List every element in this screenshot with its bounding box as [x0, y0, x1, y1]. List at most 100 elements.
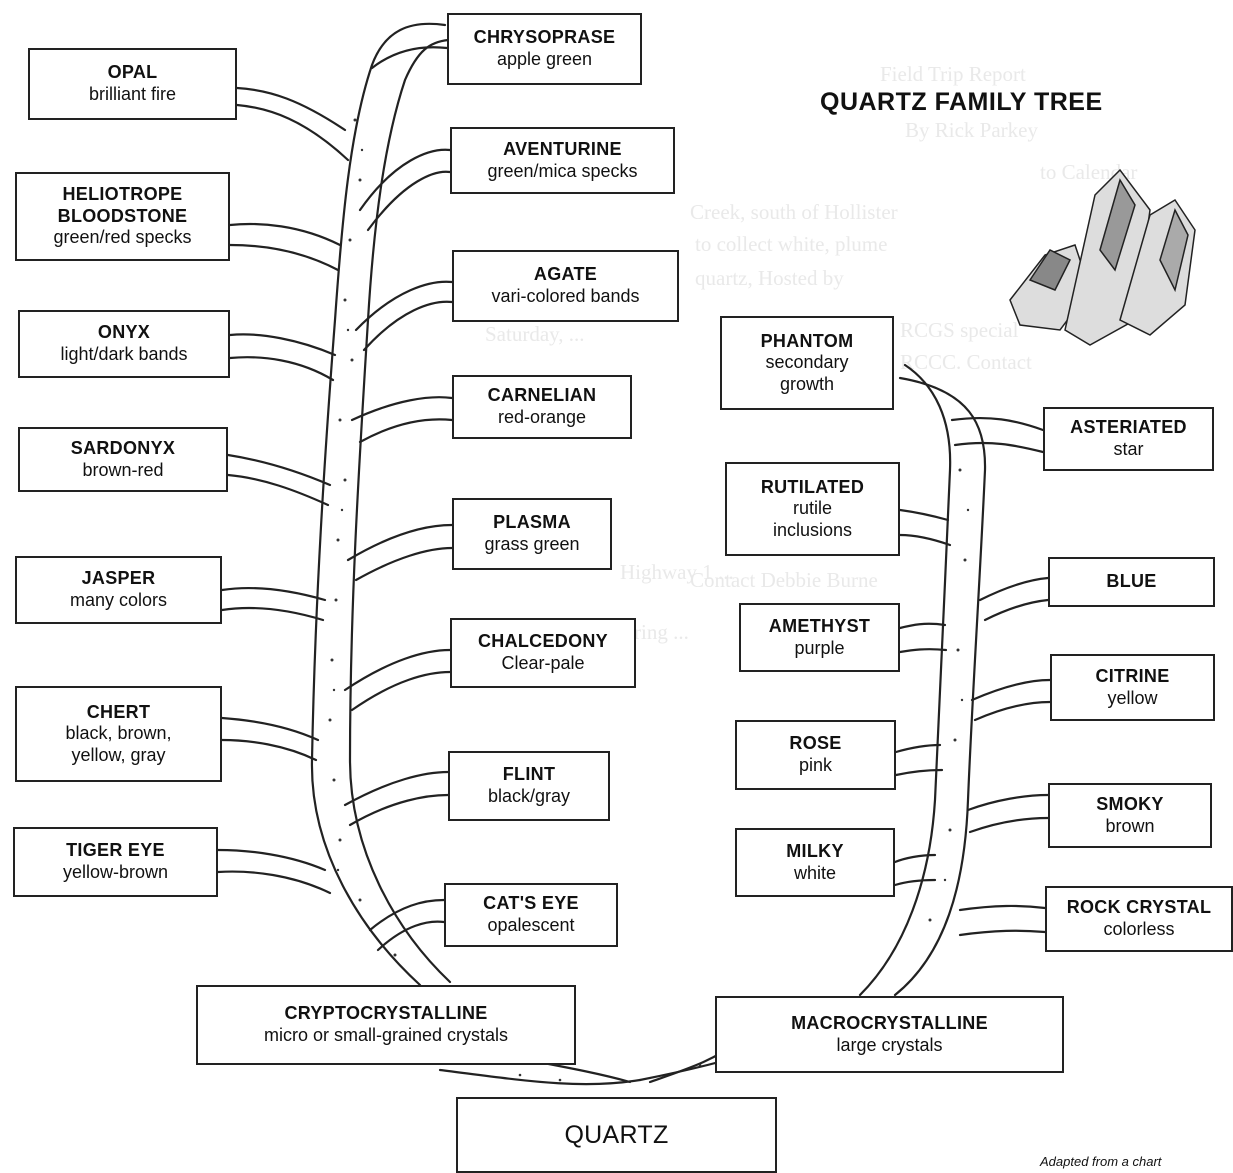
- variety-name: CHRYSOPRASE: [473, 27, 616, 48]
- node-cats-eye: CAT'S EYE opalescent: [444, 883, 618, 947]
- branch-name: MACROCRYSTALLINE: [791, 1012, 988, 1033]
- variety-desc: opalescent: [487, 915, 575, 935]
- node-phantom: PHANTOM secondary growth: [720, 316, 894, 410]
- node-smoky: SMOKY brown: [1048, 783, 1212, 848]
- variety-name: TIGER EYE: [66, 840, 165, 861]
- variety-name: MILKY: [786, 840, 844, 861]
- node-rose: ROSE pink: [735, 720, 896, 790]
- variety-name: ONYX: [97, 322, 151, 343]
- branch-onyx: [228, 333, 337, 357]
- crystal-cluster-icon: [1009, 168, 1196, 346]
- variety-name: OPAL: [107, 62, 158, 83]
- branch-rockcrystal: [958, 904, 1047, 912]
- node-jasper: JASPER many colors: [15, 556, 222, 624]
- branch-asteriated: [950, 416, 1045, 432]
- node-agate: AGATE vari-colored bands: [452, 250, 679, 322]
- branch-flint-b: [348, 793, 450, 827]
- branch-milky-b: [893, 878, 937, 887]
- variety-desc: light/dark bands: [60, 344, 188, 364]
- variety-desc: black/gray: [487, 786, 571, 806]
- branch-citrine: [970, 678, 1052, 702]
- branch-chrysoprase: [370, 46, 449, 70]
- node-cryptocrystalline: CRYPTOCRYSTALLINE micro or small-grained…: [196, 985, 576, 1065]
- root-name: QUARTZ: [564, 1121, 669, 1149]
- variety-name: SARDONYX: [70, 437, 176, 458]
- bleed-line: Contact Debbie Burne: [690, 568, 878, 592]
- variety-name: BLUE: [1106, 571, 1157, 592]
- node-plasma: PLASMA grass green: [452, 498, 612, 570]
- branch-chert: [220, 716, 320, 742]
- variety-name: AMETHYST: [768, 615, 871, 636]
- branch-smoky: [966, 793, 1050, 812]
- branch-rose: [894, 743, 942, 754]
- macro-trunk-left-edge: [858, 363, 952, 997]
- branch-catseye: [368, 898, 446, 932]
- branch-amethyst: [898, 622, 947, 630]
- variety-desc: black, brown, yellow, gray: [65, 723, 172, 765]
- node-onyx: ONYX light/dark bands: [18, 310, 230, 378]
- branch-chalcedony: [343, 648, 452, 692]
- node-rutilated: RUTILATED rutile inclusions: [725, 462, 900, 556]
- branch-aventurine-b: [366, 170, 452, 232]
- variety-desc: many colors: [69, 590, 168, 610]
- branch-carnelian-b: [358, 418, 454, 444]
- bleed-line: RCCC. Contact: [900, 350, 1032, 374]
- branch-jasper-b: [220, 606, 325, 622]
- branch-carnelian: [350, 396, 454, 422]
- credit-note: Adapted from a chart: [1040, 1154, 1162, 1169]
- node-chert: CHERT black, brown, yellow, gray: [15, 686, 222, 782]
- variety-desc: rutile inclusions: [772, 498, 853, 540]
- branch-asteriated-b: [953, 441, 1045, 454]
- bleed-line: Highway 1 ...: [620, 560, 734, 584]
- variety-name: ROCK CRYSTAL: [1066, 897, 1212, 918]
- branch-blue: [978, 576, 1050, 602]
- branch-heliotrope: [228, 222, 342, 247]
- node-citrine: CITRINE yellow: [1050, 654, 1215, 721]
- variety-name: FLINT: [502, 764, 556, 785]
- variety-desc: apple green: [496, 49, 593, 69]
- node-opal: OPAL brilliant fire: [28, 48, 237, 120]
- branch-tigereye-b: [216, 870, 332, 895]
- branch-opal-b: [235, 103, 350, 162]
- variety-name: ASTERIATED: [1070, 417, 1187, 438]
- variety-name: CAT'S EYE: [483, 893, 579, 914]
- branch-aventurine: [358, 148, 452, 212]
- node-macrocrystalline: MACROCRYSTALLINE large crystals: [715, 996, 1064, 1073]
- variety-name: HELIOTROPE BLOODSTONE: [57, 184, 188, 226]
- branch-rockcrystal-b: [958, 929, 1047, 937]
- node-tiger-eye: TIGER EYE yellow-brown: [13, 827, 218, 897]
- variety-name: JASPER: [81, 568, 156, 589]
- variety-desc: yellow-brown: [62, 862, 169, 882]
- branch-agate-b: [362, 300, 454, 352]
- branch-flint: [343, 770, 450, 807]
- branch-amethyst-b: [898, 648, 948, 654]
- crypto-trunk-right-edge: [348, 38, 452, 984]
- variety-desc: purple: [794, 637, 845, 658]
- bleed-line: quartz, Hosted by: [695, 266, 844, 290]
- branch-sardonyx: [226, 453, 332, 487]
- variety-name: CITRINE: [1095, 665, 1170, 686]
- trunk-speckles: [328, 118, 970, 1082]
- bleed-line: RCGS special: [900, 318, 1019, 342]
- branch-catseye-b: [376, 920, 446, 952]
- diagram-title: QUARTZ FAMILY TREE: [820, 88, 1103, 116]
- branch-heliotrope-b: [228, 243, 340, 272]
- node-blue: BLUE: [1048, 557, 1215, 607]
- branch-jasper: [220, 586, 327, 602]
- macro-trunk-right-edge: [893, 376, 987, 997]
- variety-name: PHANTOM: [760, 330, 854, 351]
- variety-name: AVENTURINE: [503, 138, 622, 159]
- node-amethyst: AMETHYST purple: [739, 603, 900, 672]
- variety-name: CARNELIAN: [487, 385, 597, 406]
- branch-desc: micro or small-grained crystals: [263, 1025, 509, 1045]
- branch-sardonyx-b: [226, 473, 330, 507]
- crypto-trunk-left-edge: [310, 22, 447, 987]
- variety-desc: Clear-pale: [501, 653, 585, 673]
- node-sardonyx: SARDONYX brown-red: [18, 427, 228, 492]
- branch-agate: [354, 280, 454, 332]
- variety-desc: brown: [1105, 815, 1155, 836]
- node-milky: MILKY white: [735, 828, 895, 897]
- variety-desc: grass green: [484, 534, 580, 554]
- variety-name: CHALCEDONY: [477, 631, 608, 652]
